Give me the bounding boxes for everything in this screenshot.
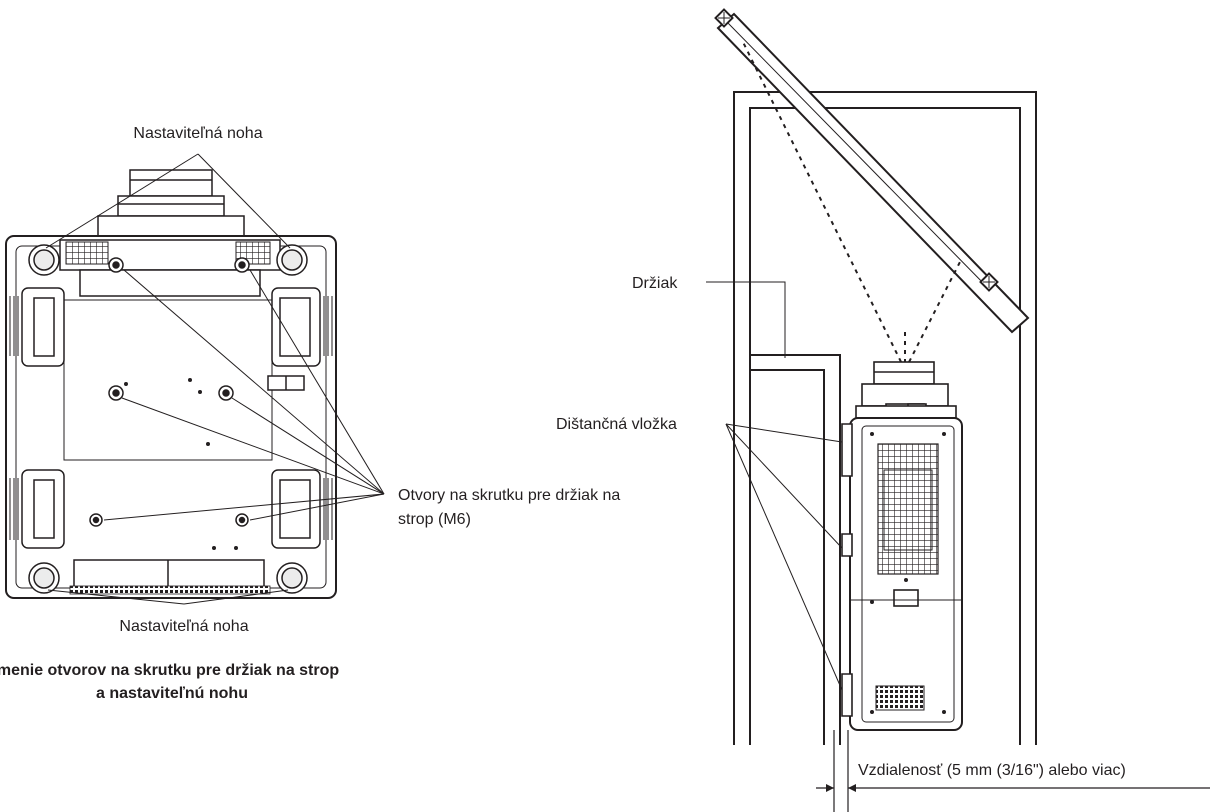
top-grille bbox=[65, 241, 109, 265]
distance-dimension bbox=[816, 730, 1210, 812]
figure-caption-line1: menie otvorov na skrutku pre držiak na s… bbox=[0, 662, 339, 679]
projector-body bbox=[5, 235, 337, 599]
projector-side-view bbox=[849, 361, 963, 731]
screw-holes-label-line1: Otvory na skrutku pre držiak na bbox=[398, 487, 620, 504]
figure-caption-line2: a nastaviteľnú nohu bbox=[96, 685, 248, 702]
adjustable-foot-label-top: Nastaviteľná noha bbox=[133, 125, 262, 142]
bracket bbox=[750, 354, 841, 745]
leader-lines-right bbox=[706, 281, 843, 691]
leader-lines-left bbox=[45, 153, 385, 605]
side-grille bbox=[877, 443, 939, 575]
spacers bbox=[841, 423, 853, 717]
projector-bottom-view bbox=[5, 169, 337, 599]
adjustable-foot-label-bottom: Nastaviteľná noha bbox=[119, 618, 248, 635]
screw-holes bbox=[89, 257, 250, 527]
lens bbox=[97, 169, 245, 239]
distance-label: Vzdialenosť (5 mm (3/16") alebo viac) bbox=[858, 762, 1126, 779]
screw-holes-label-line2: strop (M6) bbox=[398, 511, 471, 528]
enclosure-frame bbox=[733, 91, 1037, 745]
spacer-label: Dištančná vložka bbox=[556, 416, 677, 433]
mirror bbox=[714, 8, 1030, 334]
bracket-label: Držiak bbox=[632, 275, 678, 292]
adjustable-feet bbox=[28, 244, 308, 594]
